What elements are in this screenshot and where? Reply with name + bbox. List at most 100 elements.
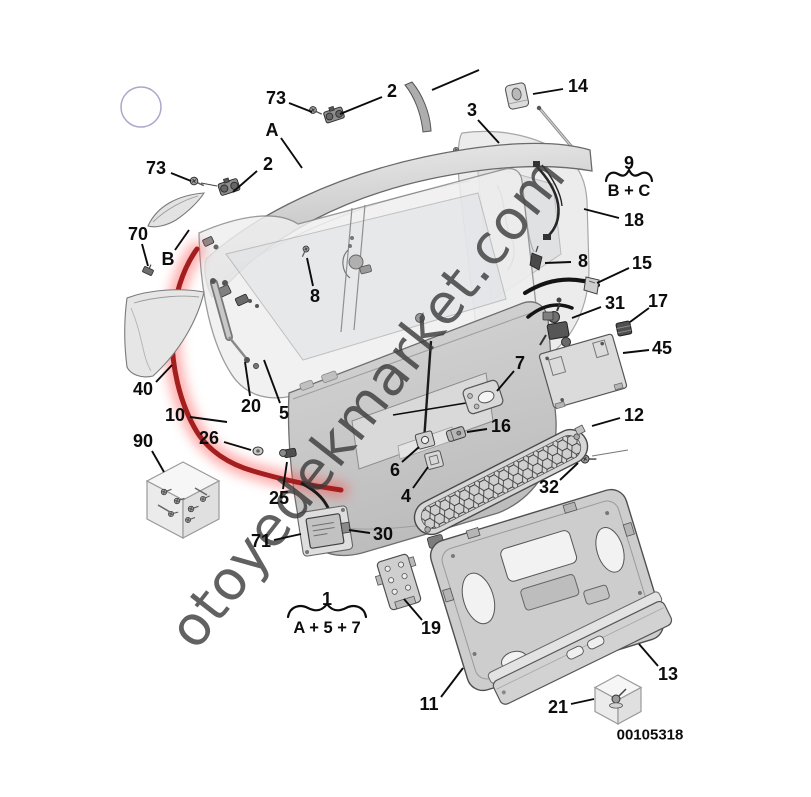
- part-label-15: 15: [632, 253, 652, 273]
- vent-grille-part-12: [413, 424, 589, 536]
- hardware-kit-part-90: [145, 461, 221, 539]
- quarter-trim-part-40: [124, 289, 205, 378]
- leader-line-10: [189, 416, 228, 423]
- lock-latch-part-31: [539, 297, 571, 347]
- leader-line-45: [622, 349, 650, 354]
- part-label-73: 73: [266, 88, 286, 108]
- leader-line-32: [559, 462, 579, 481]
- hinge-corner-detail: [202, 236, 259, 308]
- group-label-9-b-c: 9 B + C: [604, 153, 654, 200]
- leader-line-20: [244, 361, 251, 397]
- pin-part-8: [529, 245, 543, 271]
- leader-line-7: [496, 370, 515, 392]
- part-label-2: 2: [387, 81, 397, 101]
- trim-blade-top: [404, 69, 480, 133]
- part-label-10: 10: [165, 405, 185, 425]
- part-label-4: 4: [401, 486, 411, 506]
- control-module-part-30: [296, 505, 354, 557]
- part-label-18: 18: [624, 210, 644, 230]
- part-label-8: 8: [578, 251, 588, 271]
- leader-line-21: [570, 698, 595, 705]
- nut-part-6: [414, 430, 436, 450]
- bolt-part-25: [279, 447, 297, 459]
- strut-end-fitting-20: [244, 357, 250, 363]
- buffer-part-17: [615, 320, 633, 337]
- clip-part-70: [142, 264, 154, 276]
- leader-line-25: [282, 461, 288, 490]
- leader-line-73: [170, 172, 192, 182]
- leader-line-2: [232, 170, 258, 193]
- part-label-8: 8: [310, 286, 320, 306]
- leader-line-B: [174, 229, 190, 251]
- leader-line-3: [477, 119, 500, 144]
- wiring-harness-part-18: [533, 161, 563, 240]
- part-label-21: 21: [548, 697, 568, 717]
- part-label-2: 2: [263, 154, 273, 174]
- part-label-3: 3: [467, 100, 477, 120]
- group-9-number: 9: [624, 153, 634, 173]
- part-label-20: 20: [241, 396, 261, 416]
- part-label-5: 5: [279, 403, 289, 423]
- group-9-brace: [604, 167, 654, 183]
- part-label-17: 17: [648, 291, 668, 311]
- leader-line-15: [596, 267, 630, 284]
- part-label-7: 7: [515, 353, 525, 373]
- leader-line-90: [151, 450, 165, 473]
- part-label-71: 71: [251, 531, 271, 551]
- part-label-16: 16: [491, 416, 511, 436]
- part-label-70: 70: [128, 224, 148, 244]
- group-1-formula: A + 5 + 7: [293, 619, 360, 637]
- striker-plate-part-7: [392, 379, 504, 416]
- hinge-left-part-2: [188, 174, 241, 197]
- leader-line-14: [532, 88, 564, 95]
- drawing-number: 00105318: [617, 727, 684, 744]
- group-1-brace: [286, 602, 368, 619]
- part-label-14: 14: [568, 76, 588, 96]
- part-label-32: 32: [539, 477, 559, 497]
- leader-line-18: [583, 208, 620, 219]
- leader-line-2: [339, 96, 383, 115]
- leader-line-70: [141, 243, 149, 267]
- grommet-part-15: [583, 276, 600, 295]
- hinge-screw-73: [308, 105, 324, 116]
- leader-line-8: [544, 261, 572, 264]
- part-label-45: 45: [652, 338, 672, 358]
- screw-part-32: [579, 449, 629, 465]
- leader-line-12: [591, 417, 621, 427]
- cable-arc-lower: [526, 303, 574, 319]
- hinge-top-part-2: [308, 103, 346, 124]
- part-label-25: 25: [269, 488, 289, 508]
- leader-line-13: [638, 643, 659, 667]
- leader-line-A: [280, 137, 303, 169]
- leader-line-19: [403, 598, 423, 621]
- leader-line-17: [629, 307, 650, 323]
- clip-part-4: [424, 450, 444, 470]
- leader-line-40: [155, 364, 173, 383]
- part-label-90: 90: [133, 431, 153, 451]
- leader-line-73: [288, 102, 313, 113]
- group-9-formula: B + C: [608, 182, 651, 200]
- part-label-30: 30: [373, 524, 393, 544]
- bracket-part-19: [374, 553, 422, 611]
- module-plate-part-45: [538, 333, 628, 410]
- leader-line-71: [273, 533, 302, 541]
- part-label-31: 31: [605, 293, 625, 313]
- rear-wiper-motor: [342, 236, 372, 279]
- leader-line-5: [263, 359, 281, 404]
- part-label-26: 26: [199, 428, 219, 448]
- leader-line-11: [440, 667, 464, 698]
- ball-stud-5: [253, 363, 259, 369]
- leader-line-4: [412, 466, 429, 489]
- part-label-19: 19: [421, 618, 441, 638]
- part-label-6: 6: [390, 460, 400, 480]
- group-1-number: 1: [322, 589, 332, 609]
- sill-trim-part-13: [487, 591, 673, 705]
- leader-line-30: [348, 529, 371, 534]
- part-label-B: B: [162, 249, 175, 269]
- part-label-12: 12: [624, 405, 644, 425]
- leader-line-16: [466, 428, 488, 433]
- clip-part-16: [445, 426, 467, 442]
